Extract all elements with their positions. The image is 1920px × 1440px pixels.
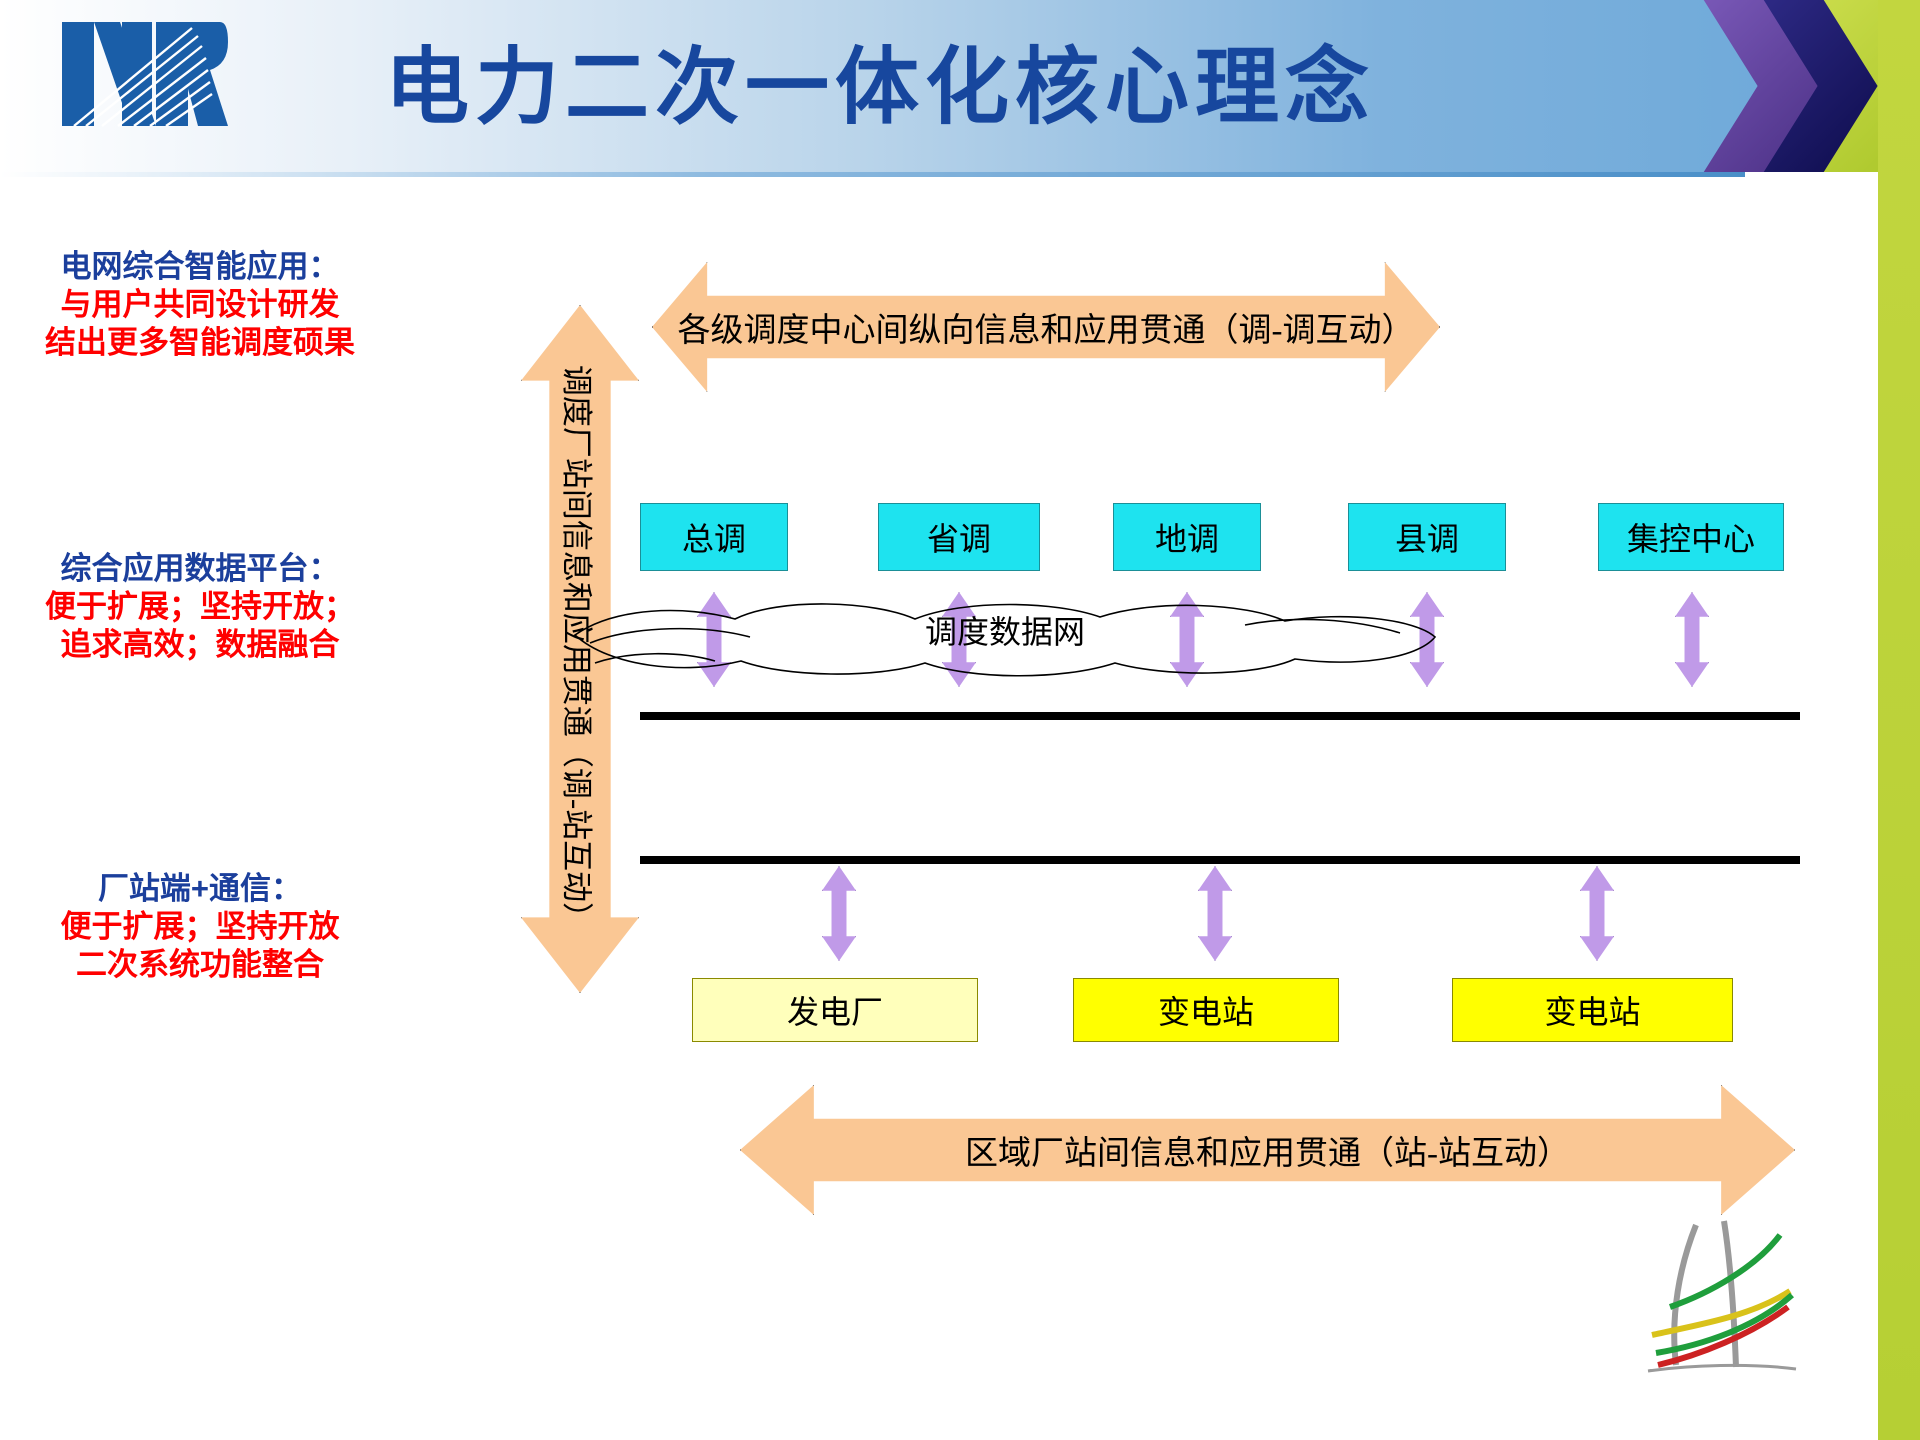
nr-logo [62,22,228,127]
side-block-line: 追求高效；数据融合 [60,626,340,662]
side-block-heading: 厂站端+通信： [97,871,303,906]
dispatch-box-label: 县调 [1394,521,1459,557]
station-box-label: 变电站 [1157,994,1254,1030]
link-arrow-powerplant [822,866,856,961]
dispatch-box-didiao[interactable]: 地调 [1113,503,1261,571]
network-rail-bottom [640,856,1800,864]
station-box-label: 发电厂 [786,994,883,1030]
top-arrow-label: 各级调度中心间纵向信息和应用贯通（调-调互动） [677,313,1415,349]
link-arrow-jikong [1675,592,1709,687]
dispatch-box-label: 地调 [1154,521,1219,557]
side-block-line: 与用户共同设计研发 [60,286,340,322]
network-label: 调度数据网 [924,614,1085,650]
side-block-line: 二次系统功能整合 [76,946,324,982]
dispatch-box-label: 省调 [926,521,991,557]
side-block-station-communication: 厂站端+通信： 便于扩展；坚持开放 二次系统功能整合 [0,870,410,983]
side-block-data-platform: 综合应用数据平台： 便于扩展；坚持开放； 追求高效；数据融合 [0,550,410,663]
dispatch-box-xiandiao[interactable]: 县调 [1348,503,1506,571]
link-arrow-substation-1 [1198,866,1232,961]
header-divider [0,172,1745,177]
dispatch-box-shengdiao[interactable]: 省调 [878,503,1040,571]
station-box-powerplant[interactable]: 发电厂 [692,978,978,1042]
side-block-grid-intelligent-application: 电网综合智能应用： 与用户共同设计研发 结出更多智能调度硕果 [0,248,410,361]
network-rail-top [640,712,1800,720]
page-header: 电力二次一体化核心理念 [0,0,1920,172]
dispatch-box-jikongzhongxin[interactable]: 集控中心 [1598,503,1784,571]
dispatch-box-label: 集控中心 [1626,521,1755,557]
corner-grass-logo [1647,1220,1797,1373]
side-block-line: 便于扩展；坚持开放； [45,588,355,624]
bottom-double-arrow: 区域厂站间信息和应用贯通（站-站互动） [740,1085,1795,1215]
side-block-line: 结出更多智能调度硕果 [45,324,355,360]
station-box-label: 变电站 [1544,994,1641,1030]
dispatch-box-zongdiao[interactable]: 总调 [640,503,788,571]
side-block-heading: 综合应用数据平台： [60,551,340,586]
station-box-substation-1[interactable]: 变电站 [1073,978,1339,1042]
side-block-line: 便于扩展；坚持开放 [60,908,340,944]
dispatch-box-label: 总调 [681,521,746,557]
right-green-edge [1878,0,1920,1440]
page-title: 电力二次一体化核心理念 [384,41,1375,135]
top-double-arrow: 各级调度中心间纵向信息和应用贯通（调-调互动） [652,262,1440,392]
link-arrow-substation-2 [1580,866,1614,961]
bottom-arrow-label: 区域厂站间信息和应用贯通（站-站互动） [965,1136,1570,1172]
station-box-substation-2[interactable]: 变电站 [1452,978,1733,1042]
side-block-heading: 电网综合智能应用： [60,249,340,284]
network-cloud-icon [573,603,1437,677]
